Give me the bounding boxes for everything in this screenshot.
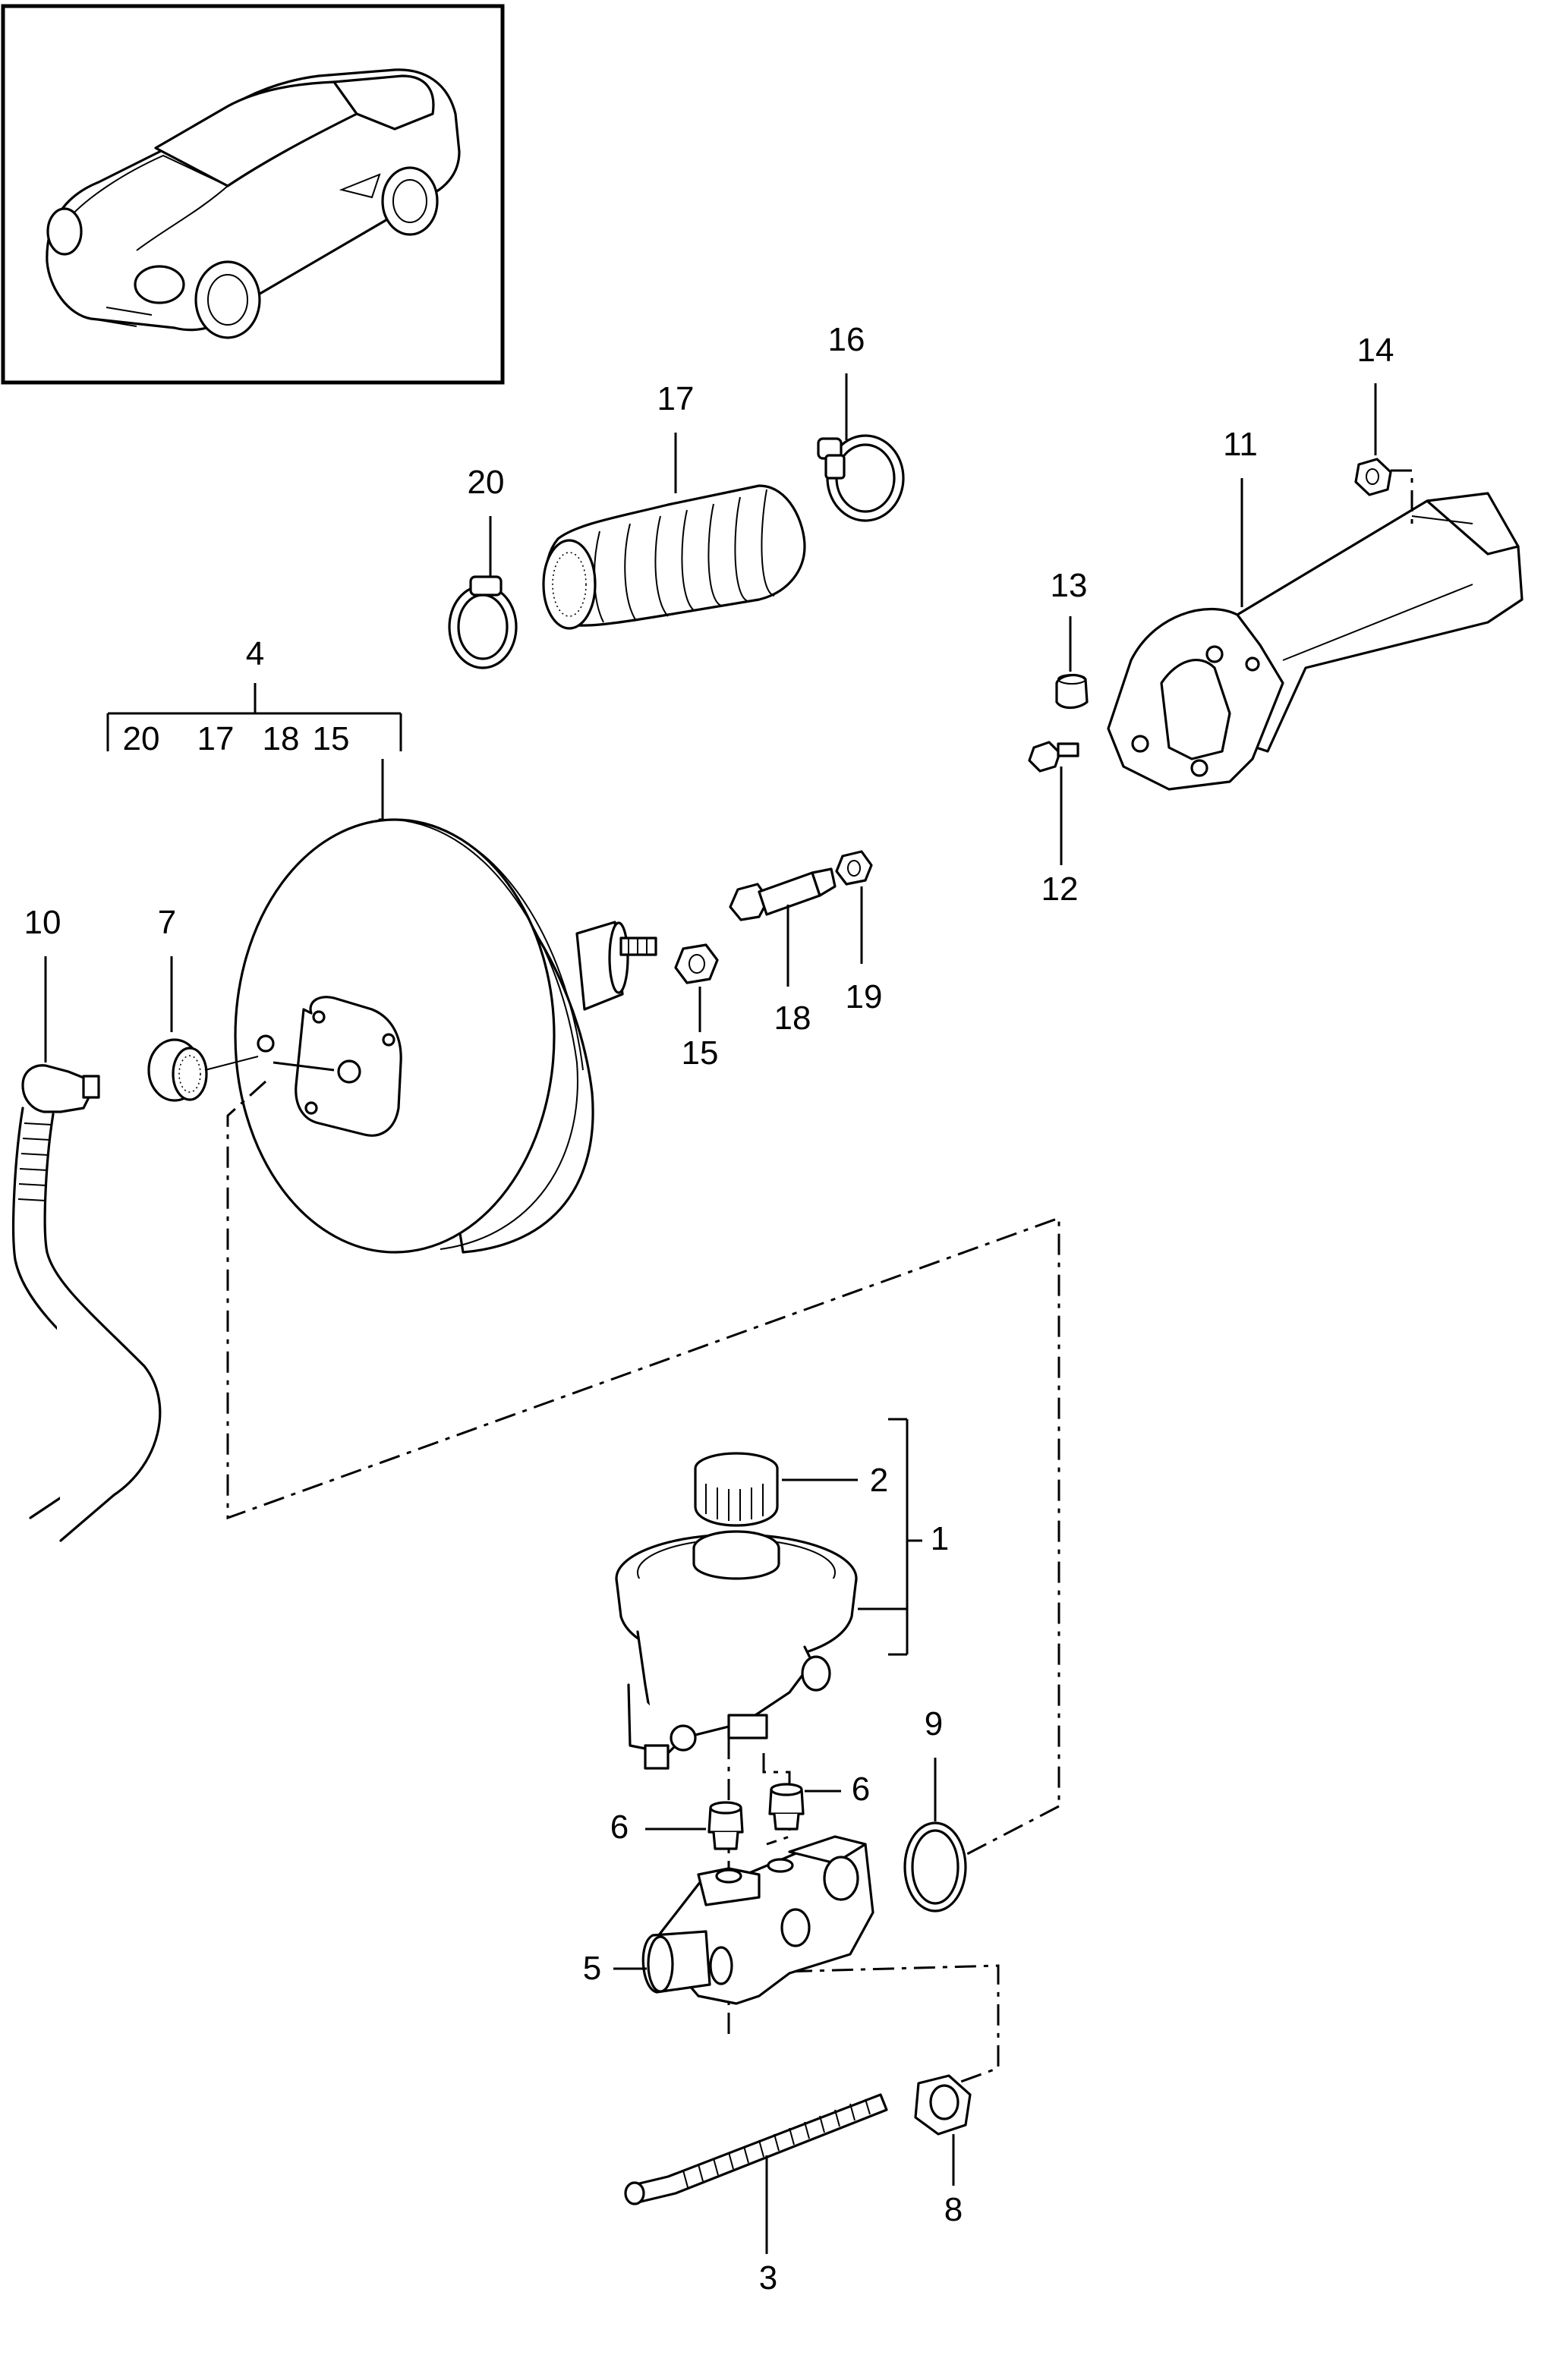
- callout-12: 12: [1041, 870, 1079, 908]
- callout-13: 13: [1051, 567, 1088, 604]
- plug-icon: [707, 1801, 744, 1850]
- group-4-members: 20 17 18 15: [123, 720, 350, 757]
- callout-18: 18: [774, 1000, 811, 1037]
- clamp-icon: [817, 434, 905, 522]
- callout-17: 17: [657, 380, 695, 417]
- bolt-icon: [1028, 741, 1079, 773]
- group-4-member: 18: [263, 720, 300, 757]
- bellows-icon: [542, 484, 806, 630]
- callout-9: 9: [925, 1705, 943, 1742]
- callout-7: 7: [158, 904, 176, 941]
- brake-booster-icon: [234, 818, 657, 1254]
- bolt-icon: [624, 2093, 888, 2205]
- callout-1: 1: [931, 1520, 949, 1557]
- reservoir-cap-icon: [694, 1452, 779, 1527]
- grommet-icon: [147, 1038, 208, 1102]
- callout-20: 20: [468, 464, 505, 501]
- nut-icon: [835, 850, 873, 886]
- plug-icon: [768, 1783, 805, 1831]
- group-4-member: 15: [313, 720, 350, 757]
- group-4-member: 20: [123, 720, 160, 757]
- callout-11: 11: [1223, 426, 1258, 463]
- master-cylinder-icon: [641, 1835, 874, 2005]
- bracket-icon: [1107, 492, 1524, 791]
- callout-15: 15: [682, 1034, 719, 1072]
- callout-5: 5: [583, 1950, 601, 1987]
- nut-icon: [914, 2074, 972, 2136]
- callout-8: 8: [944, 2191, 963, 2228]
- reservoir-icon: [615, 1530, 858, 1770]
- callout-19: 19: [846, 978, 883, 1015]
- callout-14: 14: [1357, 332, 1394, 369]
- seal-ring-icon: [903, 1821, 967, 1912]
- nut-icon: [674, 943, 719, 984]
- callout-3: 3: [759, 2259, 777, 2297]
- hose-icon: [12, 1064, 162, 1542]
- car-thumbnail-icon: [1, 4, 505, 385]
- nut-icon: [1354, 458, 1392, 496]
- callout-2: 2: [870, 1462, 888, 1499]
- bolt-icon: [729, 867, 837, 921]
- group-4-member: 17: [197, 720, 235, 757]
- clamp-icon: [448, 575, 518, 669]
- callout-6-left: 6: [610, 1809, 629, 1846]
- callout-10: 10: [24, 904, 61, 941]
- callout-16: 16: [828, 321, 865, 358]
- plug-icon: [1055, 673, 1089, 710]
- callout-4: 4: [246, 635, 264, 672]
- callout-6-right: 6: [852, 1771, 870, 1808]
